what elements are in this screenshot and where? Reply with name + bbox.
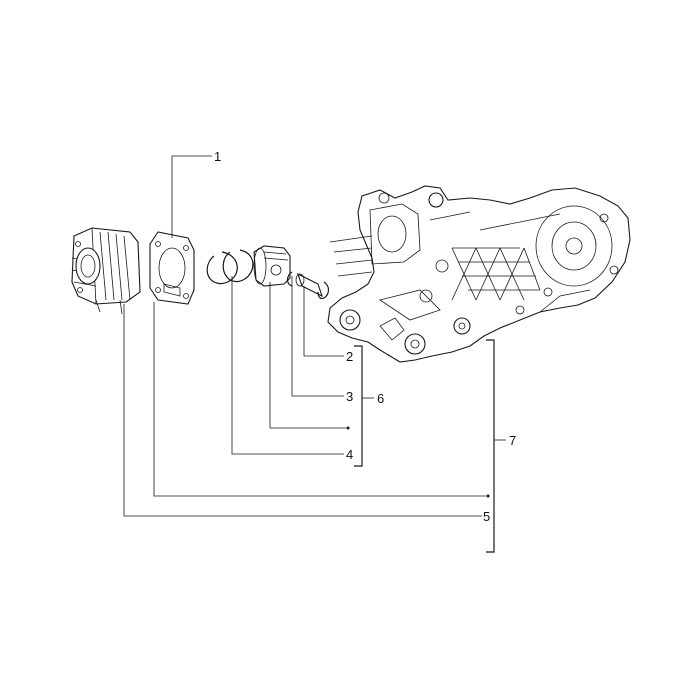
callout-6: 6 [377, 391, 384, 406]
callout-1: 1 [214, 149, 221, 164]
callout-3: 3 [346, 389, 353, 404]
cylinder-icon [71, 227, 141, 315]
leader-lines [123, 155, 506, 553]
callout-2: 2 [346, 349, 353, 364]
callout-5: 5 [483, 509, 490, 524]
gasket-icon [149, 231, 195, 305]
callout-4: 4 [346, 447, 353, 462]
crankcase-icon [327, 185, 631, 363]
piston-icon [253, 245, 291, 287]
piston-ring-icon [206, 249, 254, 285]
callout-7: 7 [509, 433, 516, 448]
pin-icon [295, 272, 323, 298]
circlip-icon [286, 271, 330, 300]
